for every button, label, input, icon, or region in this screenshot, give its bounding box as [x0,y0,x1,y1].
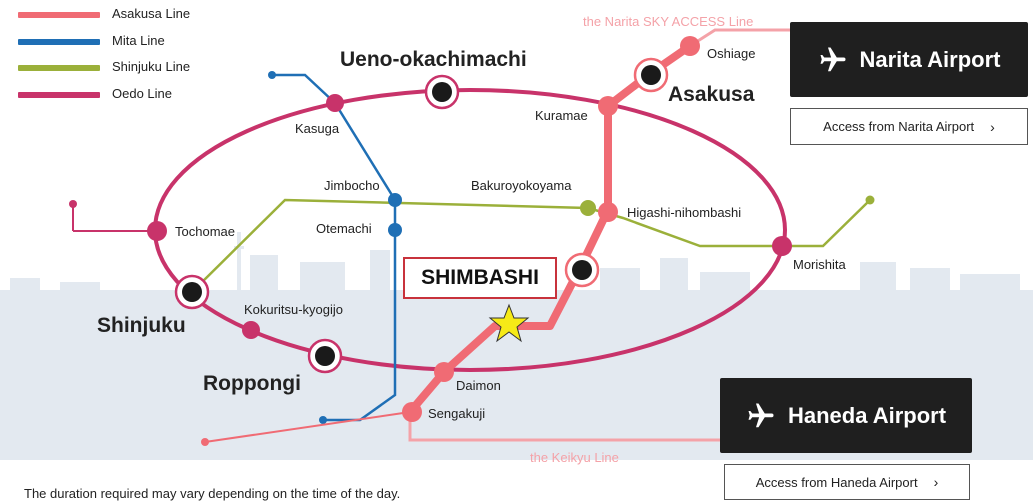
station-label-kokuritsu-kyogijo: Kokuritsu-kyogijo [244,302,343,317]
narita-airport-banner: Narita Airport [790,22,1028,97]
legend-swatch [18,91,100,98]
station-label-roppongi: Roppongi [203,372,301,395]
airplane-icon [820,47,845,71]
station-label-otemachi: Otemachi [316,221,372,236]
shimbashi-label: SHIMBASHI [403,257,557,299]
station-label-ueno-okachimachi: Ueno-okachimachi [340,48,527,71]
haneda-airport-title: Haneda Airport [787,402,947,428]
legend-label: Oedo Line [112,85,172,101]
station-label-oshiage: Oshiage [707,46,755,61]
legend-swatch [18,65,100,71]
station-label-tochomae: Tochomae [175,224,235,239]
legend-swatch [18,38,100,45]
airplane-icon [748,403,774,427]
haneda-airport-banner: Haneda Airport [720,378,972,453]
access-from-narita-button[interactable]: Access from Narita Airport › [790,108,1028,145]
station-label-jimbocho: Jimbocho [324,178,380,193]
legend-label: Mita Line [112,32,165,48]
station-label-kuramae: Kuramae [535,108,588,123]
star-icon [488,303,530,343]
legend-label: Shinjuku Line [112,59,191,74]
chevron-right-icon: › [933,474,939,490]
shinjuku-line [191,198,871,293]
mita-line [272,73,397,422]
access-from-haneda-button[interactable]: Access from Haneda Airport › [724,464,970,500]
station-label-bakuroyokoyama: Bakuroyokoyama [471,178,572,193]
chevron-right-icon: › [990,118,995,135]
footnote: The duration required may vary depending… [24,486,401,501]
station-label-kasuga: Kasuga [295,121,340,136]
keikyu-line [408,415,720,442]
access-from-narita-label: Access from Narita Airport [823,119,975,134]
legend-swatch [18,12,100,18]
station-label-daimon: Daimon [456,378,501,393]
keikyu-line-label: the Keikyu Line [530,450,619,465]
narita-sky-access-line [689,28,790,48]
station-label-asakusa: Asakusa [668,83,755,106]
station-label-shinjuku: Shinjuku [97,314,186,337]
legend-label: Asakusa Line [112,6,191,21]
narita-sky-access-line-label: the Narita SKY ACCESS Line [583,14,753,29]
station-markers [147,36,792,422]
station-label-higashi-nihombashi: Higashi-nihombashi [627,205,741,220]
narita-airport-title: Narita Airport [859,46,1001,72]
shimbashi-label-text: SHIMBASHI [421,266,539,289]
asakusa-branch [204,411,411,443]
station-label-morishita: Morishita [793,257,847,272]
access-from-haneda-label: Access from Haneda Airport [755,474,918,490]
station-label-sengakuji: Sengakuji [428,406,485,421]
